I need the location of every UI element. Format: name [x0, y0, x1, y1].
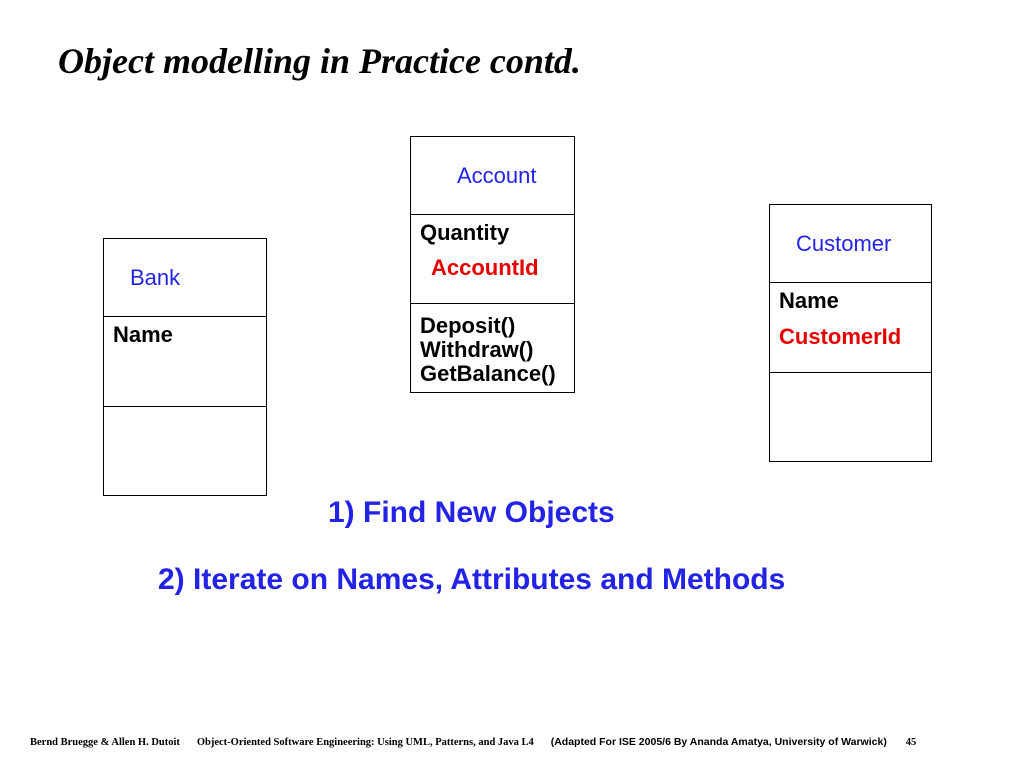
bank-class-name: Bank	[130, 265, 181, 290]
customer-attributes-compartment: Name CustomerId	[770, 282, 931, 372]
bank-methods-compartment	[104, 406, 266, 494]
customer-attribute-customerid: CustomerId	[779, 324, 902, 349]
customer-attribute-name: Name	[779, 288, 839, 313]
account-attribute-quantity: Quantity	[420, 220, 510, 245]
slide-footer: Bernd Bruegge & Allen H. Dutoit Object-O…	[30, 736, 916, 748]
bank-attributes-compartment: Name	[104, 316, 266, 406]
account-method-getbalance: GetBalance()	[420, 361, 556, 386]
step-find-new-objects: 1) Find New Objects	[328, 496, 615, 529]
account-attribute-accountid: AccountId	[431, 255, 539, 280]
account-class-name: Account	[457, 163, 537, 188]
account-attributes-compartment: Quantity AccountId	[411, 214, 574, 303]
customer-methods-compartment	[770, 372, 931, 460]
customer-name-compartment: Customer	[770, 205, 931, 282]
bank-class-box: Bank Name	[103, 238, 267, 496]
account-method-deposit: Deposit()	[420, 313, 516, 338]
footer-authors: Bernd Bruegge & Allen H. Dutoit	[30, 737, 180, 748]
customer-class-name: Customer	[796, 231, 892, 256]
bank-attribute-name: Name	[113, 322, 173, 347]
step-iterate-names: 2) Iterate on Names, Attributes and Meth…	[158, 563, 786, 596]
customer-class-box: Customer Name CustomerId	[769, 204, 932, 462]
account-name-compartment: Account	[411, 137, 574, 214]
bank-name-compartment: Bank	[104, 239, 266, 316]
footer-page-number: 45	[905, 737, 917, 748]
account-methods-compartment: Deposit() Withdraw() GetBalance()	[411, 303, 574, 391]
slide-title: Object modelling in Practice contd.	[58, 41, 581, 81]
account-method-withdraw: Withdraw()	[420, 337, 534, 362]
footer-adapted: (Adapted For ISE 2005/6 By Ananda Amatya…	[550, 736, 887, 748]
account-class-box: Account Quantity AccountId Deposit() Wit…	[410, 136, 575, 393]
footer-book: Object-Oriented Software Engineering: Us…	[196, 737, 534, 748]
